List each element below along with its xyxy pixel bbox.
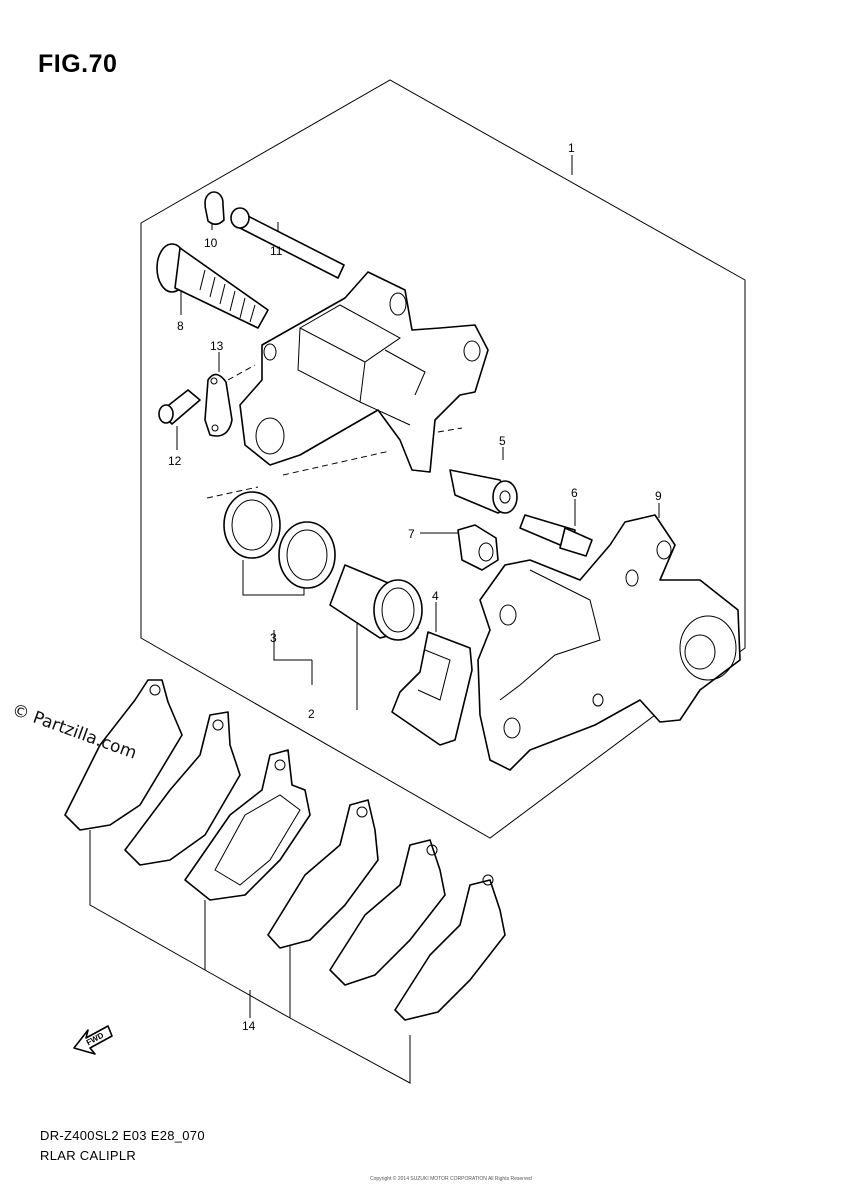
part-3-seals	[223, 491, 336, 589]
copyright-notice: Copyright © 2014 SUZUKI MOTOR CORPORATIO…	[370, 1176, 532, 1182]
part-4-clip	[391, 631, 473, 746]
part-5-sleeve	[449, 469, 518, 514]
callout-4: 4	[432, 589, 439, 603]
callout-8: 8	[177, 319, 184, 333]
callout-13: 13	[210, 339, 224, 353]
callout-5: 5	[499, 434, 506, 448]
callout-2: 2	[308, 707, 315, 721]
callout-10: 10	[204, 236, 218, 250]
caliper-housing	[239, 271, 489, 473]
part-12-bleeder	[158, 389, 201, 425]
callout-14: 14	[242, 1019, 256, 1033]
assembly-boundary	[140, 79, 746, 839]
callout-7: 7	[408, 527, 415, 541]
part-6-bolt	[519, 514, 593, 557]
part-9-bracket	[477, 514, 741, 771]
figure-title: FIG.70	[38, 50, 118, 78]
part-14-pads	[64, 679, 506, 1021]
fwd-arrow: FWD	[73, 1025, 113, 1055]
part-7-boot	[457, 524, 499, 571]
part-8-bolt	[156, 243, 269, 329]
callout-9: 9	[655, 489, 662, 503]
part-13-strap	[204, 373, 233, 437]
callout-11: 11	[270, 244, 283, 258]
model-code: DR-Z400SL2 E03 E28_070	[40, 1128, 205, 1143]
callout-labels: 1 2 3 4 5 6 7 8 9 10 11 12 13 14	[168, 141, 662, 1033]
callout-3: 3	[270, 631, 277, 645]
figure-name: RLAR CALIPLR	[40, 1148, 137, 1163]
callout-6: 6	[571, 486, 578, 500]
part-11-pin	[230, 207, 345, 279]
callout-12: 12	[168, 454, 182, 468]
callout-1: 1	[568, 141, 575, 155]
part-2-piston	[329, 564, 423, 641]
part-10-cap	[204, 191, 225, 226]
